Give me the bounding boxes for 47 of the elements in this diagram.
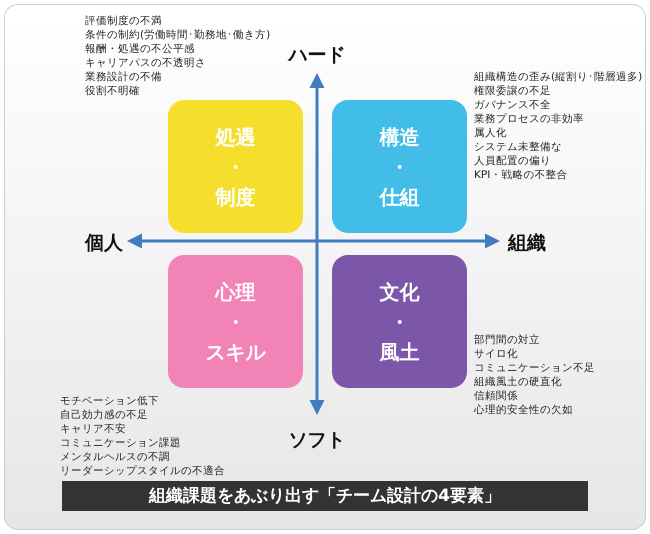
issue-item: リーダーシップスタイルの不適合 bbox=[60, 464, 225, 478]
issue-item: モチベーション低下 bbox=[60, 394, 159, 408]
quadrant-title: 制度 bbox=[216, 184, 256, 210]
quadrant-title: ・ bbox=[226, 308, 246, 336]
issue-item: キャリアパスの不透明さ bbox=[85, 56, 206, 70]
quadrant-box bbox=[168, 255, 303, 388]
issue-item: コミュニケーション不足 bbox=[474, 361, 595, 375]
quadrant-title: 風土 bbox=[380, 338, 420, 366]
axis-label: ソフト bbox=[288, 428, 346, 453]
issue-item: 業務プロセスの非効率 bbox=[474, 112, 584, 126]
quadrant-box bbox=[168, 100, 303, 233]
issue-item: 役割不明確 bbox=[85, 84, 140, 98]
issue-item: 評価制度の不満 bbox=[85, 14, 162, 28]
issue-item: キャリア不安 bbox=[60, 422, 126, 436]
issue-item: 条件の制約(労働時間･勤務地･働き方) bbox=[85, 28, 270, 42]
quadrant-box bbox=[332, 100, 467, 233]
issue-item: 人員配置の偏り bbox=[474, 154, 551, 168]
issue-item: 信頼関係 bbox=[474, 389, 518, 403]
issue-item: 部門間の対立 bbox=[474, 333, 540, 347]
axis-label: ハード bbox=[288, 43, 346, 68]
issue-item: 属人化 bbox=[474, 126, 507, 140]
quadrant-title: 構造 bbox=[380, 124, 420, 150]
quadrant-title: スキル bbox=[206, 338, 266, 366]
quadrant-title: ・ bbox=[390, 154, 410, 180]
axis-label: 個人 bbox=[85, 231, 123, 256]
quadrant-title: 処遇 bbox=[216, 124, 256, 150]
quadrant-box bbox=[332, 255, 467, 388]
issue-item: ガバナンス不全 bbox=[474, 98, 551, 112]
issue-item: KPI・戦略の不整合 bbox=[474, 168, 568, 182]
issue-item: 業務設計の不備 bbox=[85, 70, 162, 84]
quadrant-title: ・ bbox=[226, 154, 246, 180]
axis-label: 組織 bbox=[508, 231, 546, 256]
issue-item: コミュニケーション課題 bbox=[60, 436, 181, 450]
quadrant-title: ・ bbox=[390, 308, 410, 336]
quadrant-title: 心理 bbox=[216, 278, 256, 306]
issue-item: 権限委譲の不足 bbox=[474, 84, 551, 98]
issue-item: サイロ化 bbox=[474, 347, 518, 361]
issue-item: システム未整備な bbox=[474, 140, 562, 154]
issue-item: 組織構造の歪み(縦割り･階層過多) bbox=[474, 70, 642, 84]
quadrant-title: 文化 bbox=[380, 278, 420, 306]
issue-item: 報酬・処遇の不公平感 bbox=[85, 42, 195, 56]
issue-item: 組織風土の硬直化 bbox=[474, 375, 562, 389]
issue-item: 心理的安全性の欠如 bbox=[474, 403, 573, 417]
issue-item: 自己効力感の不足 bbox=[60, 408, 148, 422]
caption-banner: 組織課題をあぶり出す「チーム設計の4要素」 bbox=[62, 481, 588, 511]
quadrant-title: 仕組 bbox=[380, 184, 420, 210]
issue-item: メンタルヘルスの不調 bbox=[60, 450, 170, 464]
